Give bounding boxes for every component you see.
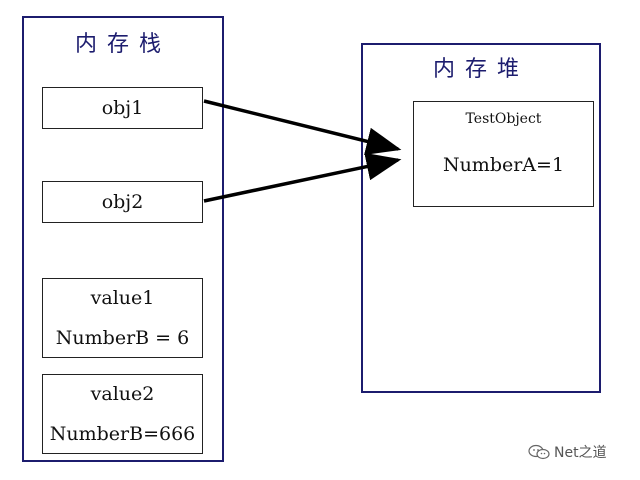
value2-box: value2 NumberB=666 — [42, 374, 203, 454]
obj2-label: obj2 — [101, 191, 144, 213]
wechat-icon — [528, 444, 550, 460]
value1-box: value1 NumberB = 6 — [42, 278, 203, 358]
watermark-text: Net之道 — [554, 445, 607, 461]
testobject-box: TestObject NumberA=1 — [413, 101, 594, 207]
value2-name: value2 — [90, 383, 155, 405]
obj1-reference-box: obj1 — [42, 87, 203, 129]
watermark: Net之道 — [528, 442, 607, 462]
value2-field: NumberB=666 — [49, 423, 196, 445]
testobject-type-label: TestObject — [465, 111, 542, 127]
memory-heap-region: 内存堆 — [361, 43, 601, 393]
value1-field: NumberB = 6 — [55, 327, 190, 349]
memory-stack-title: 内存栈 — [74, 32, 171, 57]
memory-heap-title: 内存堆 — [432, 57, 529, 82]
obj1-label: obj1 — [101, 97, 144, 119]
value1-name: value1 — [90, 287, 155, 309]
obj2-reference-box: obj2 — [42, 181, 203, 223]
testobject-field: NumberA=1 — [442, 154, 565, 176]
